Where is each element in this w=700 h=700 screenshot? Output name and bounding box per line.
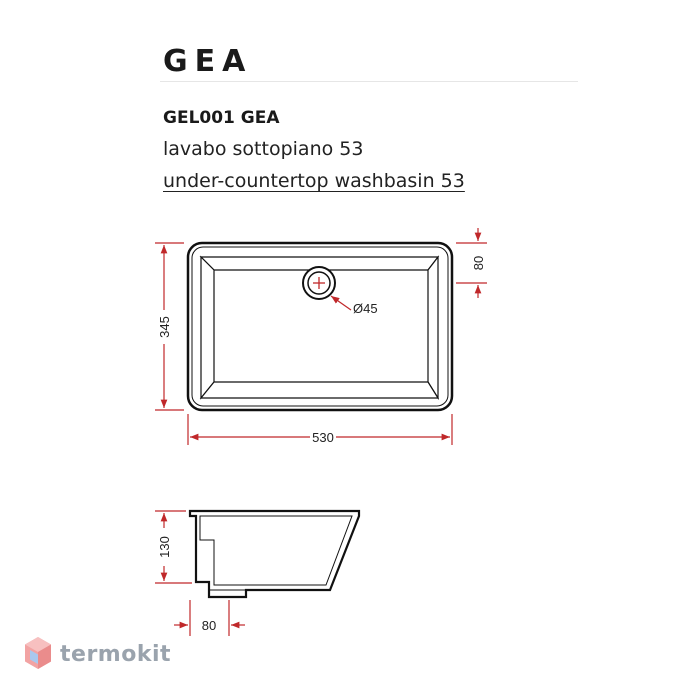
basin-top-view	[186, 241, 454, 412]
depth-label: 345	[157, 316, 172, 338]
outlet-offset-dimension: 80	[174, 600, 245, 636]
basin-right-slope	[427, 255, 439, 401]
side-profile-inner	[199, 515, 353, 586]
product-name-english: under-countertop washbasin 53	[163, 170, 465, 192]
basin-rim-inner-edge	[191, 246, 449, 407]
height-dimension: 130	[155, 510, 192, 584]
basin-front-slope	[199, 381, 440, 399]
outlet-offset-label: 80	[202, 618, 216, 633]
height-label: 130	[157, 536, 172, 558]
termokit-watermark: termokit	[60, 642, 172, 667]
drain-diameter-label: Ø45	[353, 301, 378, 316]
basin-side-view	[188, 509, 361, 599]
rim-dimension: 80	[456, 228, 487, 298]
side-profile-outline	[188, 509, 361, 599]
title-divider	[160, 81, 578, 82]
width-label: 530	[312, 430, 334, 445]
product-code: GEL001 GEA	[163, 108, 280, 128]
depth-dimension: 345	[155, 242, 184, 411]
basin-outer-rim	[186, 241, 454, 412]
rim-label: 80	[471, 256, 486, 270]
basin-left-slope	[200, 255, 215, 400]
product-name-italian: lavabo sottopiano 53	[163, 138, 364, 160]
product-series-title: GEA	[163, 44, 253, 79]
width-dimension: 530	[187, 414, 453, 445]
drain-leader-line	[330, 295, 352, 311]
termokit-logo-icon	[25, 637, 51, 669]
